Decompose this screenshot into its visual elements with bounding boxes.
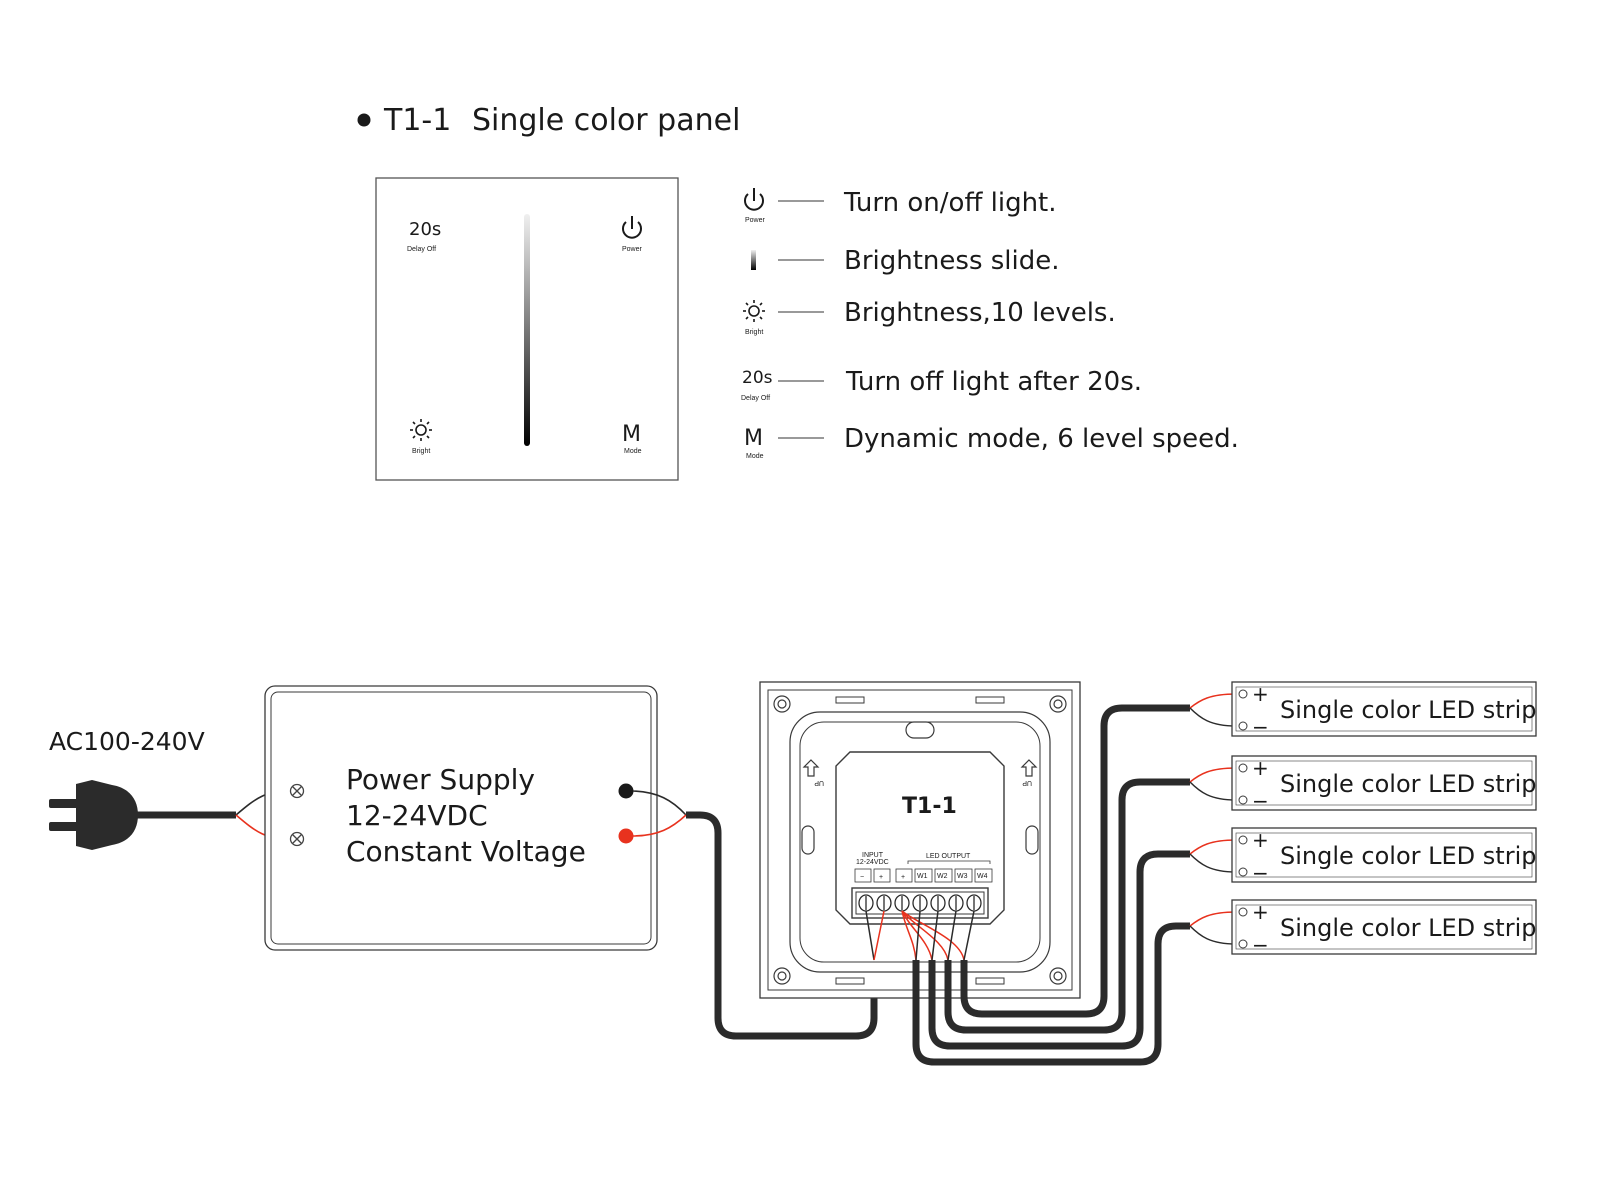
strip-wire-black	[1189, 781, 1237, 801]
panel-brightness-slider[interactable]	[524, 214, 530, 446]
controller-model: T1-1	[902, 794, 957, 819]
strip-label: Single color LED strip	[1280, 696, 1536, 724]
screw-terminal-icon	[858, 894, 982, 912]
strip-label: Single color LED strip	[1280, 770, 1536, 798]
screw-icon	[773, 695, 1067, 985]
legend-bright-text: Brightness,10 levels.	[844, 298, 1116, 328]
legend-power-text: Turn on/off light.	[843, 188, 1057, 218]
panel-delay-value: 20s	[409, 219, 441, 240]
legend-slider-icon	[751, 250, 756, 270]
ac-voltage-label: AC100-240V	[49, 727, 205, 756]
terminal-wires	[865, 910, 975, 961]
led-strip: + − Single color LED strip	[1189, 681, 1537, 739]
strip-plus: +	[1252, 900, 1269, 924]
power-supply-line3: Constant Voltage	[346, 835, 586, 868]
input-voltage-label: 12-24VDC	[856, 859, 889, 866]
panel-front: 20s Delay Off Power Bright M Mode	[375, 177, 679, 481]
header-subtitle: Single color panel	[472, 103, 740, 138]
strip-label: Single color LED strip	[1280, 914, 1536, 942]
header: T1-1 Single color panel	[357, 103, 740, 138]
power-supply-line1: Power Supply	[346, 763, 535, 796]
legend-sun-icon	[743, 300, 765, 322]
legend-delay-label: Delay Off	[741, 395, 770, 402]
svg-text:W3: W3	[957, 873, 968, 880]
svg-text:−: −	[860, 874, 864, 881]
bullet-icon	[357, 113, 371, 127]
up-label-left: UP	[814, 779, 824, 786]
legend-mode-text: Dynamic mode, 6 level speed.	[844, 424, 1239, 454]
panel-power-icon[interactable]	[622, 216, 642, 239]
legend-delay-value: 20s	[742, 368, 773, 388]
strip-wire-red	[1189, 839, 1237, 855]
panel-power-label: Power	[622, 246, 643, 253]
strip-wire-black	[1189, 925, 1237, 945]
ac-plug-icon	[49, 780, 138, 850]
strip-minus: −	[1252, 715, 1269, 739]
strip-minus: −	[1252, 933, 1269, 957]
led-strip: + − Single color LED strip	[1189, 827, 1537, 885]
ac-terminal-icon	[289, 783, 305, 847]
panel-bright-label: Bright	[412, 448, 430, 455]
strip-minus: −	[1252, 861, 1269, 885]
strip-wire-red	[1189, 767, 1237, 783]
svg-text:+: +	[901, 874, 905, 881]
svg-text:W1: W1	[917, 873, 928, 880]
svg-text:W2: W2	[937, 873, 948, 880]
svg-text:+: +	[879, 874, 883, 881]
legend-slider-text: Brightness slide.	[844, 246, 1060, 276]
terminal-labels: − + + W1 W2 W3 W4	[854, 868, 993, 883]
dc-cable	[686, 811, 878, 1040]
strip-plus: +	[1252, 682, 1269, 706]
up-label-right: UP	[1022, 779, 1032, 786]
controller-back: UP UP T1-1 INPUT 12-24VDC LED OUTPUT − +…	[759, 681, 1081, 999]
dc-wire-red	[632, 814, 687, 837]
legend-power-icon	[744, 188, 764, 211]
led-strip: + − Single color LED strip	[1189, 899, 1537, 957]
strip-wire-red	[1189, 911, 1237, 927]
legend-mode-value: M	[744, 426, 763, 451]
legend: Power Turn on/off light. Brightness slid…	[741, 188, 1239, 460]
output-cables	[912, 704, 1190, 1066]
strip-wire-black	[1189, 853, 1237, 873]
panel-sun-icon[interactable]	[410, 419, 432, 441]
led-strip: + − Single color LED strip	[1189, 755, 1537, 813]
legend-mode-label: Mode	[746, 453, 764, 460]
header-model: T1-1	[383, 103, 451, 138]
dc-wire-black	[632, 790, 687, 816]
legend-bright-label: Bright	[745, 329, 763, 336]
strip-minus: −	[1252, 789, 1269, 813]
led-output-label: LED OUTPUT	[926, 853, 971, 860]
legend-delay-text: Turn off light after 20s.	[845, 367, 1142, 397]
panel-delay-label: Delay Off	[407, 246, 436, 253]
strip-plus: +	[1252, 756, 1269, 780]
power-supply-line2: 12-24VDC	[346, 799, 488, 832]
strip-wire-red	[1189, 693, 1237, 709]
up-arrow-icon	[802, 759, 1038, 777]
svg-text:W4: W4	[977, 873, 988, 880]
dc-negative-terminal	[618, 783, 634, 799]
input-label: INPUT	[862, 852, 884, 859]
strip-plus: +	[1252, 828, 1269, 852]
strip-label: Single color LED strip	[1280, 842, 1536, 870]
power-supply: Power Supply 12-24VDC Constant Voltage	[264, 685, 658, 951]
panel-mode-label: Mode	[624, 448, 642, 455]
panel-mode-value[interactable]: M	[622, 422, 641, 447]
strip-wire-black	[1189, 707, 1237, 727]
dc-positive-terminal	[618, 828, 634, 844]
legend-power-label: Power	[745, 217, 766, 224]
